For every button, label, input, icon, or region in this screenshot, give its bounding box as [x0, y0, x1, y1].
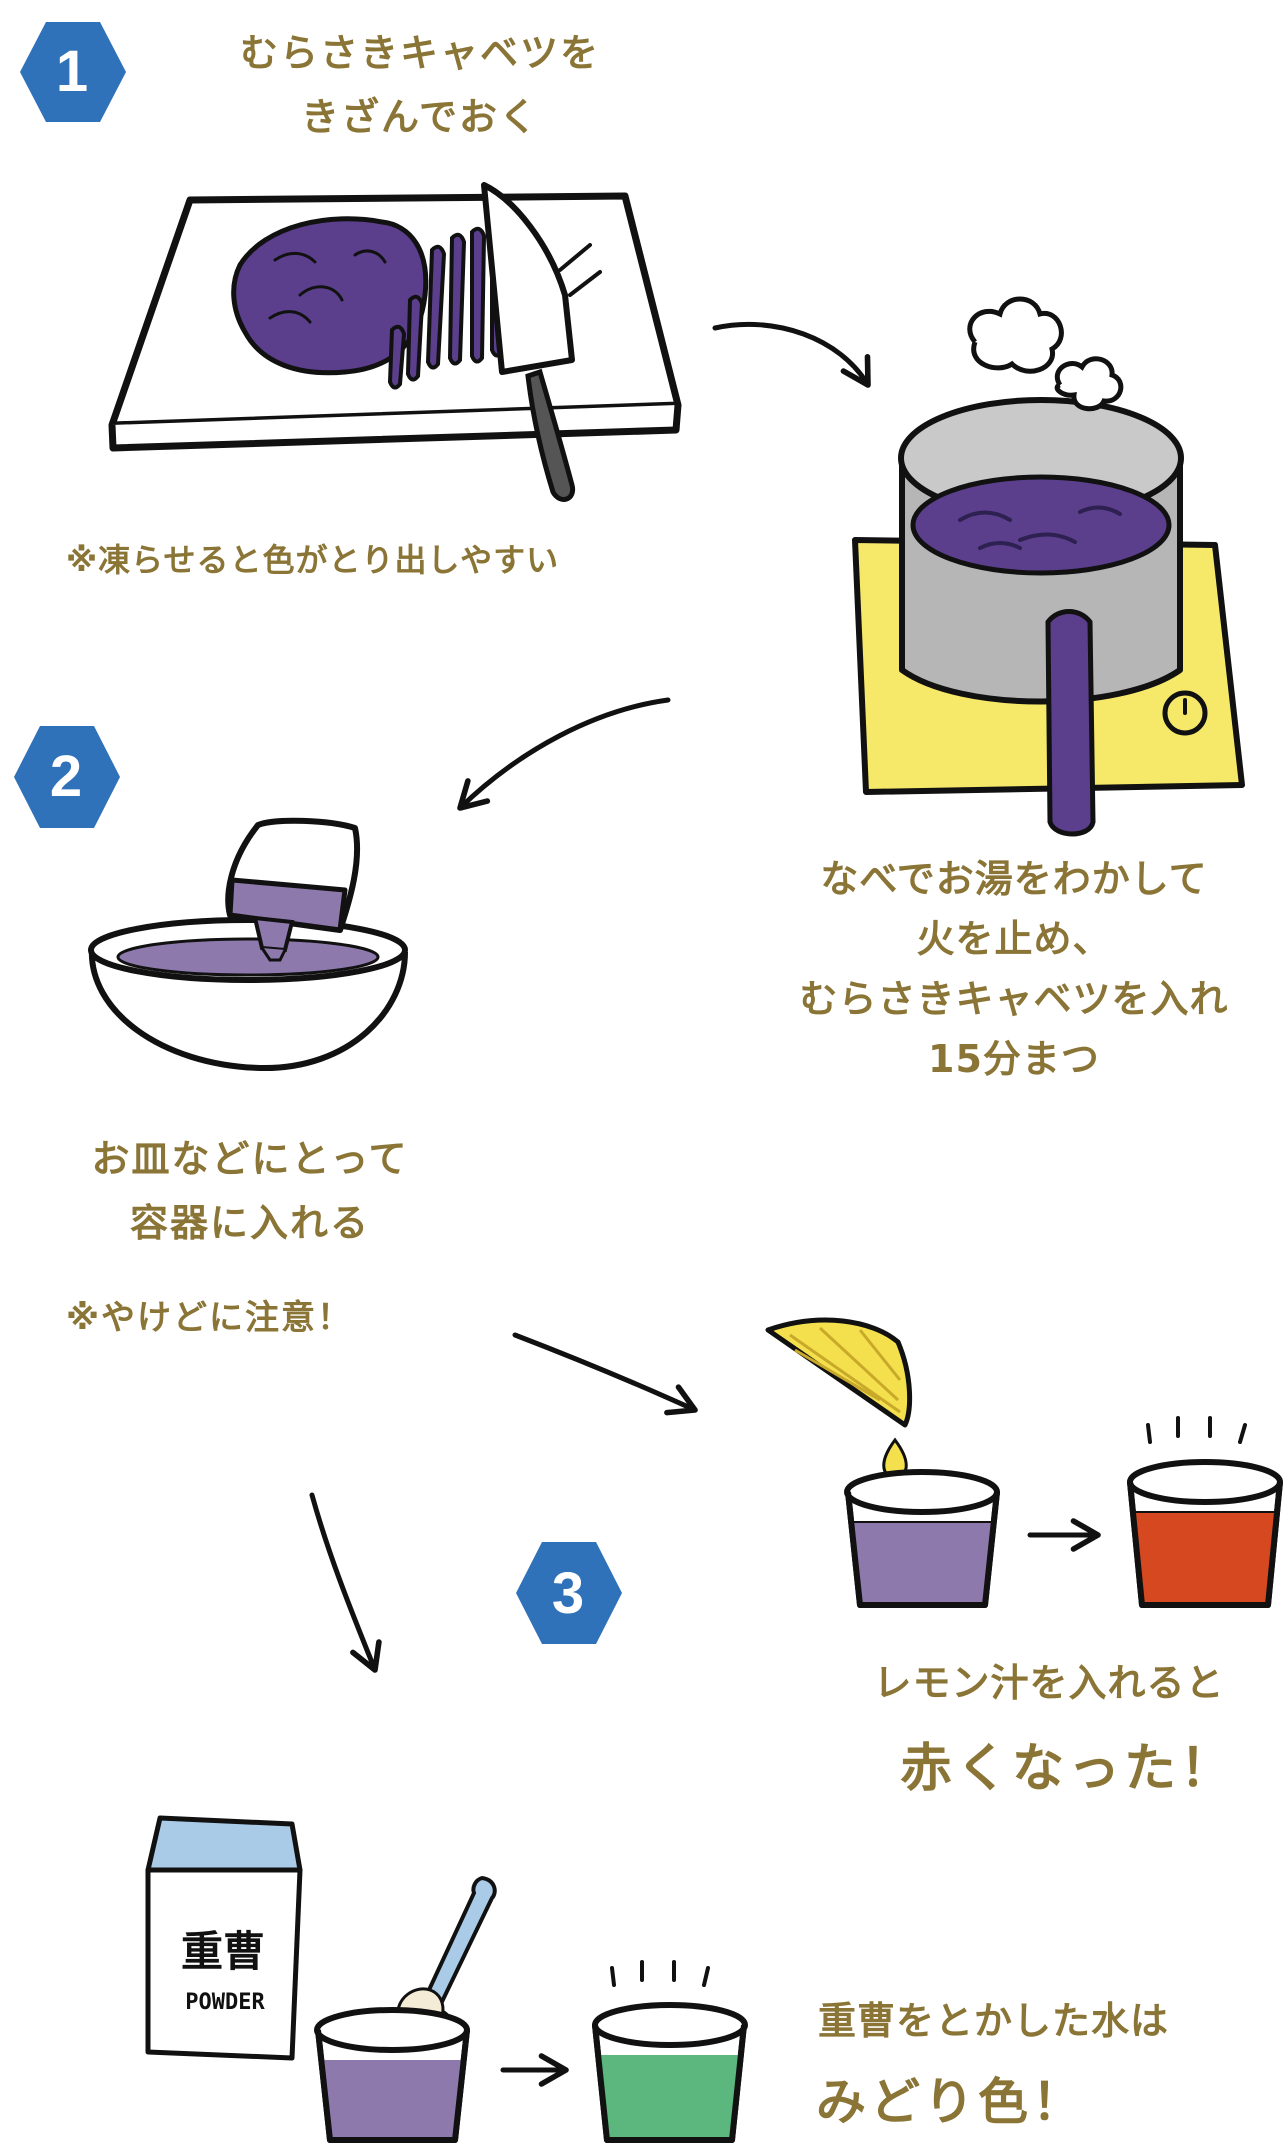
step1-note: ※凍らせると色がとり出しやすい [66, 541, 560, 579]
step2-line2: 容器に入れる [129, 1201, 370, 1245]
package-powder-label: POWDER [185, 1990, 265, 2015]
soda-line1: 重曹をとかした水は [818, 1999, 1170, 2043]
step-number-2: 2 [49, 744, 85, 809]
step-number-3: 3 [551, 1561, 587, 1626]
step-badge-3 [516, 1542, 622, 1644]
step2-line1: お皿などにとって [91, 1137, 409, 1181]
cup-red-after-lemon [1127, 1416, 1283, 1608]
step1-title-line2: きざんでおく [300, 95, 540, 139]
lemon-line1: レモン汁を入れると [873, 1661, 1225, 1705]
arrow-to-bowl [457, 697, 671, 811]
step2-note: ※やけどに注意！ [66, 1298, 354, 1338]
step-badge-1 [20, 22, 126, 122]
cup-purple-before-lemon [844, 1469, 1000, 1608]
arrow-to-lemon [512, 1332, 698, 1416]
steam-icon-small [1054, 356, 1124, 412]
cup-green-after-soda [592, 1960, 748, 2143]
boil-line4: 15分まつ [928, 1037, 1100, 1081]
lemon-wedge-icon [765, 1317, 913, 1480]
step-badge-2 [14, 726, 120, 828]
package-kanji-label: 重曹 [180, 1927, 265, 1976]
cup-purple-before-soda [314, 2007, 470, 2143]
step-number-1: 1 [55, 39, 91, 104]
arrow-to-soda [309, 1492, 382, 1673]
lemon-line2: 赤くなった！ [900, 1739, 1237, 1799]
boil-line2: 火を止め、 [916, 917, 1112, 961]
bowl-and-cup-illustration [88, 817, 408, 1072]
pot-on-stove-illustration [852, 296, 1245, 837]
knife-icon [481, 182, 602, 502]
arrow-to-pot [712, 321, 871, 388]
boil-line3: むらさきキャベツを入れ [799, 977, 1229, 1021]
step1-title-line1: むらさきキャベツを [239, 31, 600, 75]
soda-line2: みどり色！ [816, 2073, 1086, 2131]
baking-soda-package [145, 1815, 303, 2061]
steam-icon [967, 296, 1064, 374]
boil-line1: なべでお湯をわかして [820, 857, 1208, 901]
